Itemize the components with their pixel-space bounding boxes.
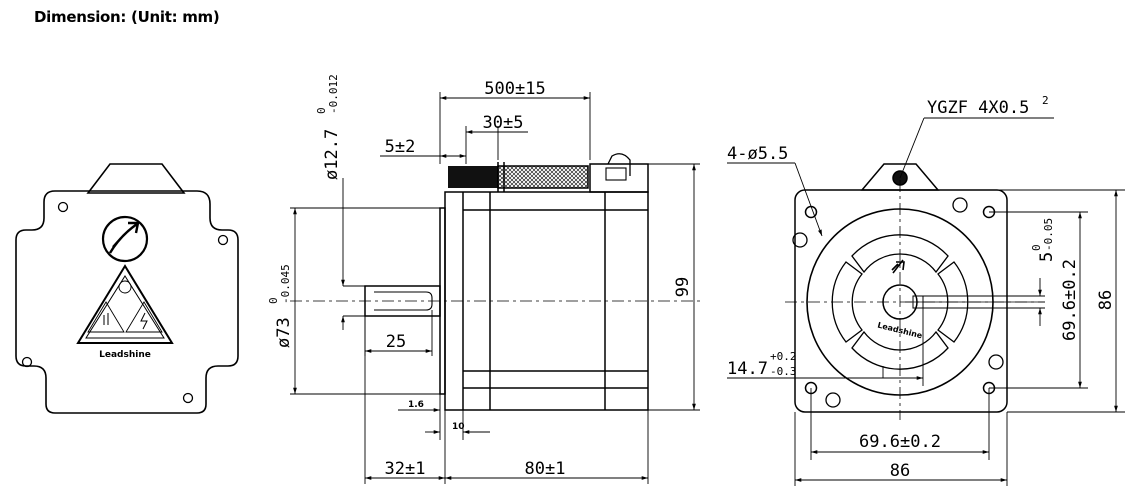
svg-text:-0.012: -0.012 [327, 74, 340, 114]
svg-text:ø12.7: ø12.7 [322, 129, 342, 180]
rear-housing [15, 190, 239, 414]
screw-hole-icon [57, 201, 69, 213]
front-view: Leadshine [727, 117, 1125, 486]
dim-overall-height: 99 [673, 277, 693, 297]
screw-icon [792, 232, 808, 248]
screw-hole-icon [21, 356, 33, 368]
svg-text:5: 5 [1037, 252, 1057, 262]
dim-flat-depth: 14.7 [727, 359, 768, 379]
svg-text:69.6±0.2: 69.6±0.2 [1060, 259, 1080, 341]
dim-tinned-length: 5±2 [385, 137, 416, 157]
dim-hole-spacing-vertical: 69.6±0.2 [1060, 259, 1080, 341]
page-title: Dimension: (Unit: mm) [34, 8, 220, 26]
svg-text:0: 0 [267, 297, 280, 304]
screw-icon [988, 354, 1004, 370]
screw-hole-icon [217, 234, 229, 246]
dim-width: 86 [890, 461, 910, 481]
dim-flat-depth-sup: +0.2 [770, 350, 797, 363]
svg-text:-0.05: -0.05 [1042, 218, 1055, 251]
dim-body-length: 80±1 [525, 459, 566, 479]
dim-hole-spacing-horizontal: 69.6±0.2 [859, 432, 941, 452]
tinned-wires [448, 166, 498, 188]
screw-icon [952, 197, 968, 213]
svg-text:86: 86 [1096, 290, 1116, 310]
cable-gland [589, 163, 649, 193]
rear-view [15, 163, 239, 414]
rear-connector [86, 163, 186, 194]
brand-text: Leadshine [99, 350, 151, 360]
svg-text:-0.045: -0.045 [279, 264, 292, 304]
dim-height: 86 [1096, 290, 1116, 310]
dim-shaft-diameter: ø12.7 0 -0.012 [315, 74, 342, 180]
dim-key-width: 5 0 -0.05 [1030, 218, 1057, 262]
dim-flat-depth-sub: -0.3 [770, 365, 797, 378]
brand-logo-icon [101, 215, 149, 263]
dim-strip-length: 30±5 [483, 113, 524, 133]
screw-hole-icon [182, 392, 194, 404]
dim-cable-spec: YGZF 4X0.5 [927, 98, 1029, 118]
svg-text:ø73: ø73 [274, 317, 294, 348]
cable-sheath [497, 165, 589, 189]
dim-pilot-height: 10 [452, 422, 465, 432]
svg-text:0: 0 [1030, 244, 1043, 251]
svg-text:99: 99 [673, 277, 693, 297]
svg-text:0: 0 [315, 107, 328, 114]
dim-flange-thickness: 1.6 [408, 400, 424, 410]
warning-triangle-icon [76, 264, 174, 344]
dim-cable-spec-sup: 2 [1042, 94, 1049, 107]
dim-mount-holes: 4-ø5.5 [727, 144, 788, 164]
dim-cable-length: 500±15 [484, 79, 545, 99]
screw-icon [825, 392, 841, 408]
dim-key-length: 25 [386, 332, 406, 352]
front-housing [794, 189, 1008, 413]
dim-pilot-diameter: ø73 0 -0.045 [267, 264, 294, 348]
dim-shaft-length: 32±1 [385, 459, 426, 479]
front-logo-icon [891, 259, 905, 274]
side-view [290, 92, 700, 484]
